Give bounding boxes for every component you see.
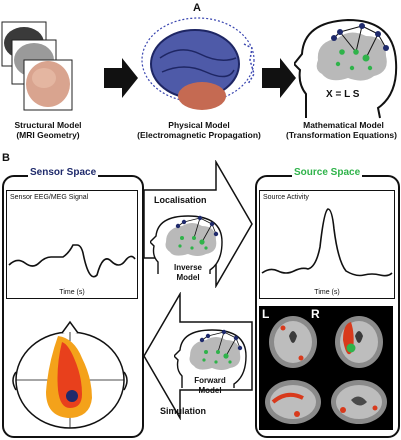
sensor-signal-trace	[8, 244, 136, 278]
simulation-label: Simulation	[160, 406, 207, 416]
forward-model-line2: Model	[198, 386, 222, 395]
forward-model-line1: Forward	[194, 376, 226, 385]
panel-b-letter: B	[2, 152, 10, 164]
mri-left-label: L	[262, 307, 270, 321]
mathematical-model-subtitle: (Transformation Equations)	[286, 130, 397, 140]
sensor-plot-title: Sensor EEG/MEG Signal	[10, 194, 89, 201]
physical-model-subtitle: (Electromagnetic Propagation)	[137, 130, 261, 140]
source-space-title: Source Space	[292, 167, 363, 178]
arrow-right-icon	[262, 58, 296, 98]
forward-model-head	[174, 329, 247, 388]
source-plot-xlabel: Time (s)	[314, 289, 340, 296]
mathematical-model-image	[294, 18, 398, 119]
source-activity-plot: Source Activity Time (s)	[259, 190, 395, 299]
mathematical-model-title: Mathematical Model	[303, 120, 384, 130]
mri-right-label: R	[311, 307, 320, 321]
structural-model-subtitle: (MRI Geometry)	[16, 130, 80, 140]
source-plot-title: Source Activity	[263, 194, 309, 201]
scalp-topography-map	[12, 320, 128, 429]
physical-model-title: Physical Model	[168, 120, 230, 130]
mri-source-panel: L R	[259, 306, 393, 430]
sensor-signal-plot: Sensor EEG/MEG Signal Time (s)	[6, 190, 138, 299]
sensor-space-title: Sensor Space	[28, 167, 99, 178]
structural-model-image	[1, 21, 73, 111]
source-activity-trace	[261, 208, 393, 277]
structural-model-title: Structural Model	[14, 120, 82, 130]
inverse-model-head	[150, 215, 223, 274]
arrow-right-icon	[104, 58, 138, 98]
equation-text: X = L S	[326, 89, 360, 100]
inverse-model-line2: Model	[176, 273, 200, 282]
inverse-model-line1: Inverse	[173, 263, 203, 272]
physical-model-image	[141, 17, 255, 110]
mri-slices-image	[265, 316, 387, 424]
sensor-plot-xlabel: Time (s)	[59, 289, 85, 296]
localisation-label: Localisation	[154, 195, 207, 205]
panel-a-letter: A	[193, 2, 201, 14]
